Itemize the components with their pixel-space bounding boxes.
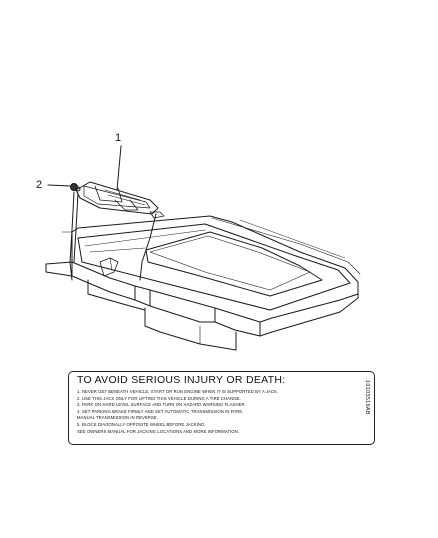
leader-line-2 [47, 184, 71, 187]
leader-line-1 [116, 145, 122, 191]
warning-instructions: 1. NEVER GET BENEATH VEHICLE, START OR R… [77, 389, 356, 435]
warning-line: 2. USE THIS JACK ONLY FOR LIFTING THIS V… [77, 395, 241, 401]
warning-line: 1. NEVER GET BENEATH VEHICLE, START OR R… [77, 389, 279, 394]
warning-line: SEE OWNERS MANUAL FOR JACKING LOCATIONS … [77, 428, 240, 434]
warning-line: 3. PARK ON HARD LEVEL SURFACE AND TURN O… [77, 402, 246, 408]
callout-number-2: 2 [36, 179, 43, 191]
warning-label: TO AVOID SERIOUS INJURY OR DEATH: 1. NEV… [68, 371, 375, 445]
callout-number-1: 1 [115, 132, 122, 144]
scissor-jack [69, 181, 165, 281]
jack-storage-tray [45, 215, 361, 351]
warning-line: MANUAL TRANSMISSION IN REVERSE. [77, 415, 159, 421]
warning-title: TO AVOID SERIOUS INJURY OR DEATH: [77, 374, 286, 386]
label-part-number: 10103519AB [364, 380, 370, 415]
warning-line: 4. SET PARKING BRAKE FIRMLY AND SET AUTO… [77, 408, 244, 414]
warning-line: 5. BLOCK DIAGONALLY OPPOSITE WHEEL BEFOR… [77, 421, 206, 427]
